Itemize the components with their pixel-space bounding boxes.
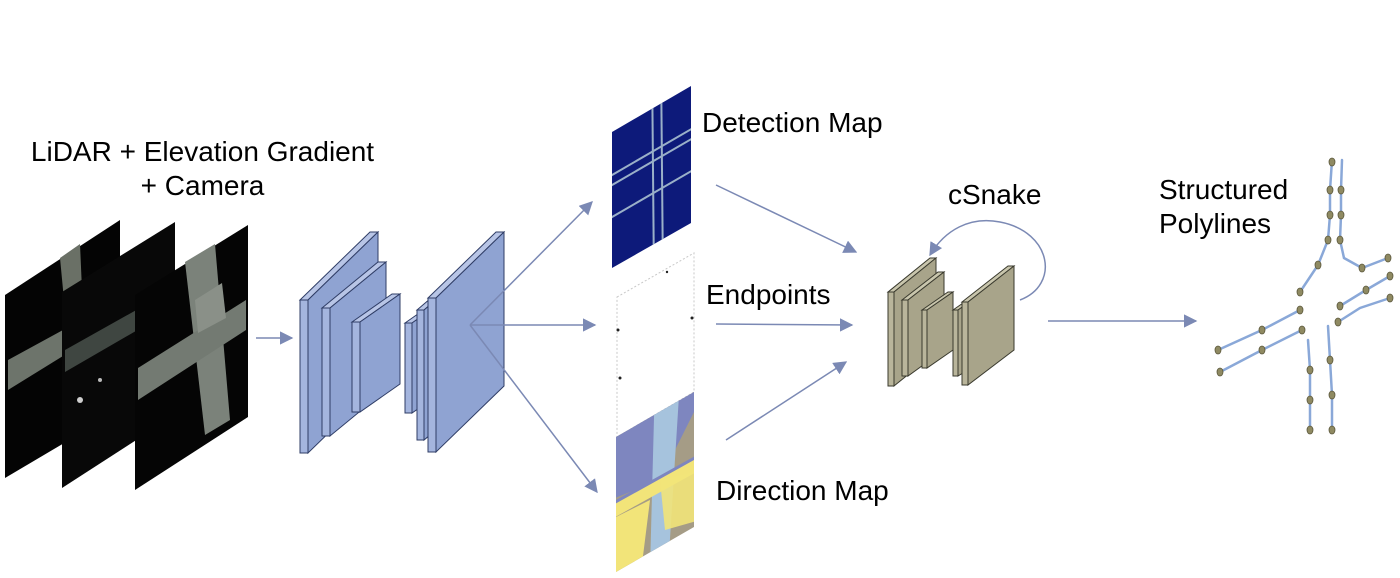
polyline-node [1214, 345, 1222, 355]
polyline-node [1328, 390, 1336, 400]
cnn-encoder-decoder [298, 230, 506, 455]
csnake-layer [960, 264, 1016, 387]
polyline-node [1384, 253, 1392, 263]
input-label-line1: LiDAR + Elevation Gradient [30, 136, 375, 167]
arrow-detection-to-csnake [715, 184, 858, 253]
detection-map-image [612, 86, 691, 268]
csnake-layer [920, 291, 955, 369]
structured-polylines [1214, 157, 1394, 435]
polyline-node [1306, 395, 1314, 405]
output-label-line1: Structured [1159, 174, 1289, 205]
polyline-node [1386, 293, 1394, 303]
arrows-cnn-to-maps [469, 201, 598, 494]
polyline-node [1337, 210, 1345, 220]
input-label-line2: + Camera [140, 170, 265, 201]
polyline-node [1337, 185, 1345, 195]
endpoints-label: Endpoints [706, 279, 831, 310]
detection-map-label: Detection Map [702, 107, 883, 138]
polyline-node [1328, 157, 1336, 167]
polyline-node [1326, 355, 1334, 365]
endpoints-map-image [616, 252, 695, 438]
arrows-maps-to-csnake [715, 184, 858, 441]
arrow-cnn-to-direction [469, 324, 598, 494]
cnn-layer [426, 230, 506, 454]
polyline-node [1216, 367, 1224, 377]
polyline-node [1324, 235, 1332, 245]
output-label: Structured Polylines [1159, 173, 1288, 241]
input-image-stack [5, 220, 248, 490]
csnake-network [886, 256, 1016, 388]
polyline-node [1296, 305, 1304, 315]
polyline-node [1314, 260, 1322, 270]
polyline-node [1362, 285, 1370, 295]
direction-map-label: Direction Map [716, 475, 889, 506]
polyline-node [1258, 345, 1266, 355]
cnn-layer [350, 293, 402, 413]
polyline-node [1306, 365, 1314, 375]
csnake-label: cSnake [948, 179, 1042, 210]
polyline-node [1336, 235, 1344, 245]
polyline-node [1386, 271, 1394, 281]
polyline-node [1336, 301, 1344, 311]
input-label: LiDAR + Elevation Gradient + Camera [10, 135, 395, 203]
polyline-node [1258, 325, 1266, 335]
arrow-cnn-to-detection [469, 201, 593, 326]
polyline-node [1334, 317, 1342, 327]
output-label-line2: Polylines [1159, 208, 1272, 239]
polyline-node [1298, 325, 1306, 335]
polyline-node [1296, 287, 1304, 297]
arrow-endpoints-to-csnake [715, 318, 854, 332]
polyline-node [1358, 263, 1366, 273]
polyline-node [1306, 425, 1314, 435]
polyline-node [1326, 185, 1334, 195]
polyline-node [1326, 210, 1334, 220]
polyline-node [1328, 425, 1336, 435]
camera-image [135, 225, 248, 490]
arrow-direction-to-csnake [725, 361, 848, 441]
csnake-feedback-loop [929, 219, 1046, 301]
